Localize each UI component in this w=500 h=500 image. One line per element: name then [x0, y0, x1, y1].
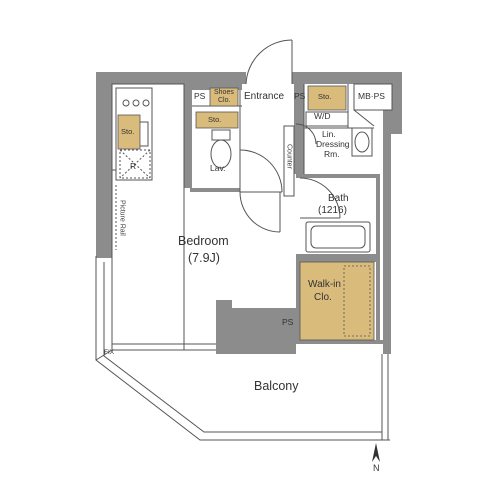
bedroom-size: (7.9J)	[188, 251, 220, 265]
toilet	[210, 129, 232, 169]
mb-ps-diagonal	[353, 109, 375, 127]
mb-ps-box	[353, 83, 393, 111]
entrance-counter	[283, 125, 295, 197]
lin-label-1: Lin.	[322, 129, 336, 139]
kitchen-counter	[115, 87, 153, 181]
sto-kitchen-label: Sto.	[121, 127, 135, 136]
ps-top-label: PS	[194, 91, 206, 101]
walkin-label-1: Walk-in	[308, 279, 341, 290]
counter-label: Counter	[285, 144, 293, 169]
exterior-walls	[96, 72, 402, 354]
storage-blocks	[195, 85, 375, 341]
lin-label-3: Rm.	[324, 149, 340, 159]
bedroom-label: Bedroom	[178, 234, 229, 248]
compass-label: N	[373, 463, 380, 473]
wd-label: W/D	[314, 111, 331, 121]
wash-basin	[305, 111, 373, 157]
shoes-label-1: Shoes	[214, 89, 234, 96]
sto-dressing-label: Sto.	[318, 92, 332, 101]
bath-size: (1216)	[318, 205, 347, 216]
refrigerator-label: R	[130, 161, 137, 171]
mb-ps-label: MB·PS	[358, 91, 385, 101]
balcony	[95, 256, 390, 441]
shoes-label-2: Clo.	[218, 97, 231, 104]
sto-toilet-label: Sto.	[208, 115, 222, 124]
walkin-label-2: Clo.	[314, 292, 332, 303]
ps-bottom-label: PS	[282, 317, 294, 327]
fix-label: FIX	[104, 349, 115, 356]
picture-rail-label: Picture Rail	[118, 200, 126, 236]
compass-icon	[372, 443, 380, 462]
lin-label-2: Dressing	[316, 139, 350, 149]
balcony-label: Balcony	[254, 379, 299, 393]
ps-entrance-label: PS	[294, 91, 306, 101]
entrance-label: Entrance	[244, 91, 285, 102]
bathtub	[305, 221, 371, 253]
bath-label: Bath	[328, 193, 349, 204]
lav-label: Lav.	[210, 163, 226, 173]
doors	[239, 39, 341, 233]
